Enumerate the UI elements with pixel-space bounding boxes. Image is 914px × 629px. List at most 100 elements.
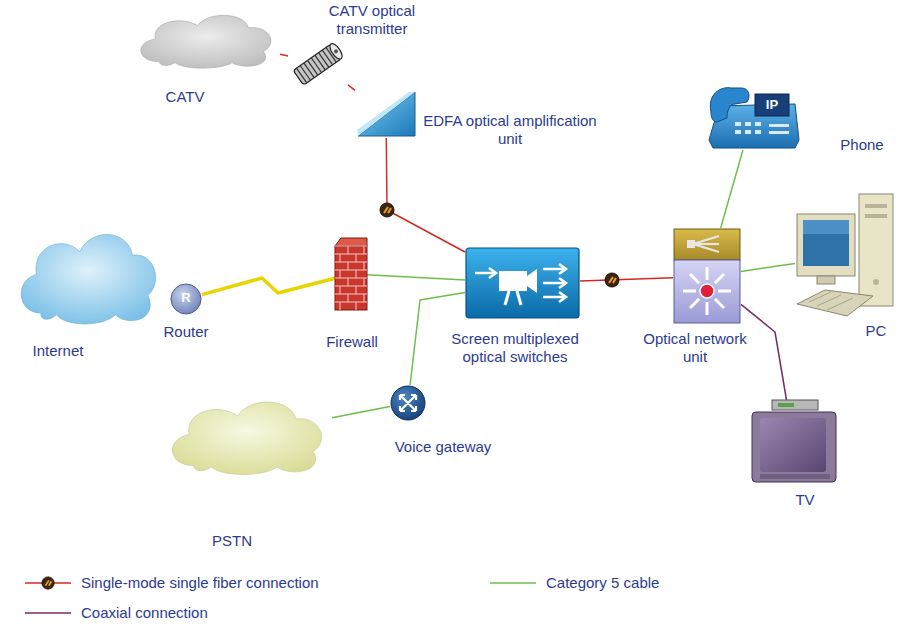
network-unit-drawing-part <box>690 299 699 308</box>
optical-transmitter-drawing-part-part <box>308 60 318 75</box>
legend-sample-part <box>490 582 536 584</box>
node-label: PC <box>866 322 887 340</box>
node-label: Phone <box>840 136 883 154</box>
optical-switch: Screen multiplexed optical switches <box>465 247 580 319</box>
pc-icon-drawing-part <box>873 279 879 285</box>
connector-line <box>348 85 355 90</box>
network-unit-drawing-part <box>700 284 714 298</box>
connector-line <box>367 275 465 280</box>
optical-switch-drawing-part <box>499 271 527 291</box>
amplifier-unit-drawing-part <box>358 92 415 136</box>
firewall-icon-drawing-part <box>340 254 341 262</box>
ip-phone: IPPhone <box>705 82 800 150</box>
ip-phone-drawing-part <box>710 88 749 122</box>
node-label: Firewall <box>326 333 378 351</box>
network-unit-drawing-part <box>718 290 731 293</box>
router-icon: RRouter <box>170 283 202 315</box>
firewall-icon-drawing-part <box>335 294 367 295</box>
firewall-icon-drawing-part <box>364 278 365 286</box>
router-icon-drawing-part <box>171 284 201 314</box>
connector-line <box>721 150 743 228</box>
connector-line <box>280 54 288 56</box>
optical-transmitter: CATV optical transmitter <box>288 38 348 86</box>
fiber-symbol <box>605 273 619 287</box>
amplifier-unit: EDFA optical amplification unit <box>355 90 417 138</box>
tv-icon-drawing-part <box>760 474 830 479</box>
network-unit-drawing-part <box>715 274 724 283</box>
pc-icon-drawing-part <box>865 214 887 218</box>
firewall-icon-drawing-part <box>340 302 341 310</box>
optical-switch-drawing-part <box>466 248 579 318</box>
tv-icon-drawing-part <box>760 418 826 472</box>
firewall-icon-drawing-part <box>348 246 349 254</box>
node-label: CATV <box>166 88 205 106</box>
optical-transmitter-drawing-part-part <box>333 49 339 55</box>
amplifier-unit-drawing <box>355 90 417 138</box>
connector-line <box>332 407 390 418</box>
connector-line <box>741 304 787 400</box>
node-label: Voice gateway <box>395 438 492 456</box>
ip-phone-drawing-part <box>735 122 789 134</box>
connector-line <box>202 278 335 295</box>
ip-phone-drawing-part-part <box>745 122 751 126</box>
icon-label: IP <box>766 97 778 113</box>
optical-switch-drawing <box>465 247 580 319</box>
firewall-icon-drawing-part <box>340 270 341 278</box>
connector-line <box>580 278 673 281</box>
network-unit-drawing-part <box>674 260 740 323</box>
network-unit-drawing-part <box>683 290 696 293</box>
firewall-icon-drawing-part <box>356 270 357 278</box>
node-label: TV <box>795 491 814 509</box>
legend-text: Category 5 cable <box>546 574 659 592</box>
network-unit-drawing <box>673 228 741 325</box>
node-label: Screen multiplexed optical switches <box>433 330 598 366</box>
amplifier-unit-drawing-part <box>357 92 415 136</box>
ip-phone-drawing-part-part <box>769 131 789 134</box>
optical-transmitter-drawing-part-part <box>296 68 306 83</box>
connector-line <box>386 138 465 252</box>
firewall-icon-drawing-part <box>348 262 349 270</box>
node-label: CATV optical transmitter <box>322 2 422 38</box>
ip-phone-drawing-part-part <box>755 130 761 134</box>
pstn-cloud: PSTN <box>160 392 332 477</box>
node-label: EDFA optical amplification unit <box>420 112 600 148</box>
ip-phone-drawing-part-part <box>735 122 741 126</box>
pc-icon-drawing-part <box>859 194 893 306</box>
network-unit-drawing-part <box>706 267 709 280</box>
optical-transmitter-drawing-part-part <box>311 58 321 73</box>
optical-switch-drawing-part <box>475 268 496 278</box>
voice-gateway: Voice gateway <box>390 385 426 421</box>
optical-switch-drawing-part <box>527 269 537 293</box>
pc-icon-drawing <box>795 192 895 320</box>
ip-phone-drawing-part <box>755 94 789 116</box>
voice-gateway-drawing <box>390 385 426 421</box>
pc-icon-drawing-part <box>797 214 855 276</box>
pstn-cloud-drawing-part <box>172 402 321 474</box>
network-unit-drawing-part <box>693 236 719 252</box>
pc-icon-drawing-part <box>817 276 835 284</box>
icon-label: R <box>181 290 190 306</box>
optical-transmitter-drawing <box>288 38 348 86</box>
firewall-icon-drawing-part <box>335 278 367 279</box>
optical-transmitter-drawing-part-part <box>315 55 325 70</box>
legend-sample <box>25 603 73 623</box>
node-label: PSTN <box>212 532 252 550</box>
tv-icon: TV <box>750 400 838 488</box>
optical-transmitter-drawing-part-part <box>300 66 310 81</box>
firewall-icon-drawing-part <box>348 278 349 286</box>
pc-icon: PC <box>795 192 895 320</box>
pc-icon-drawing-part <box>803 220 849 234</box>
tv-icon-drawing-part <box>752 412 836 482</box>
network-unit: Optical network unit <box>673 228 741 325</box>
legend-sample <box>490 573 538 593</box>
firewall-icon-drawing-part <box>364 262 365 270</box>
optical-transmitter-drawing-part-part <box>304 63 314 78</box>
optical-transmitter-drawing-part-part <box>319 53 329 68</box>
legend-sample-part <box>42 577 54 589</box>
firewall-icon-drawing-part <box>356 254 357 262</box>
internet-cloud-drawing-part <box>21 234 155 324</box>
firewall-icon-drawing-part <box>335 246 367 310</box>
node-label: Optical network unit <box>635 330 755 366</box>
pc-icon-drawing-part <box>865 204 887 208</box>
